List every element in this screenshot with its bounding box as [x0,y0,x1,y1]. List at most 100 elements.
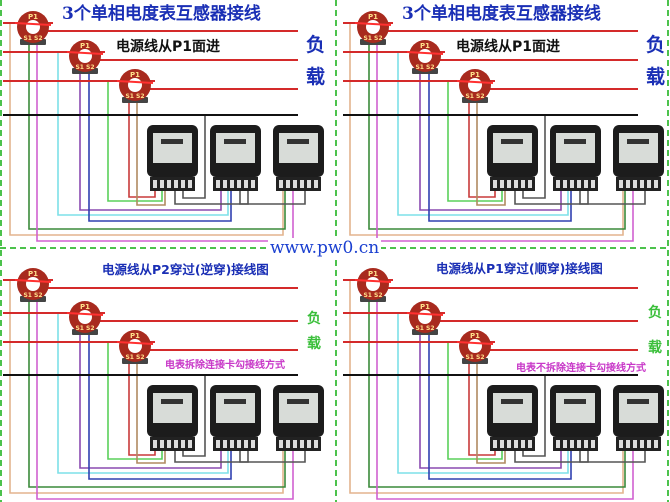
meter-counter [627,139,649,144]
ct-label-s1s2: S1 S2 [363,292,382,299]
terminal [493,180,497,188]
wire [36,300,294,500]
wire [419,333,562,469]
terminal [174,440,178,448]
ct-label-p1: P1 [368,270,378,278]
ct-through-line [66,312,104,316]
wire [514,450,589,463]
ct-label-s1s2: S1 S2 [75,64,94,71]
ct-label-s1s2: S1 S2 [125,354,144,361]
load-label: 负 [648,305,662,321]
wire [476,362,506,464]
wire [28,43,286,230]
ct-label-p1: P1 [470,71,480,79]
wire [88,72,232,222]
terminal [160,440,164,448]
meter-face [279,393,318,423]
load-label: 负 [306,34,326,56]
wire [514,190,589,205]
ct-hole [418,49,432,63]
ct-label-p1: P1 [420,303,430,311]
meter-face [216,133,255,163]
terminal [300,440,304,448]
terminal [507,440,511,448]
terminal [528,440,532,448]
terminal [619,440,623,448]
ct-hole [468,339,482,353]
panel-subtitle: 电源线从P1面进 [456,39,561,55]
terminal [314,180,318,188]
terminal [286,440,290,448]
panel-title: 3个单相电度表互感器接线 [402,4,601,24]
wire [28,300,286,488]
terminal [591,440,595,448]
ct-label-s1s2: S1 S2 [23,292,42,299]
current-transformer: P1 S1 S2 [406,40,444,74]
wire [128,101,156,198]
load-label: 载 [646,66,666,88]
wire [182,375,206,457]
panel-title: 3个单相电度表互感器接线 [62,4,261,24]
terminal [216,440,220,448]
current-transformer: P1 S1 S2 [66,40,104,74]
current-transformer: P1 S1 S2 [354,268,392,302]
terminal [293,440,297,448]
terminal [521,180,525,188]
meter-face [619,393,658,423]
terminal [167,180,171,188]
energy-meter [273,125,324,191]
terminal [556,180,560,188]
ct-label-p1: P1 [130,71,140,79]
energy-meter [147,385,198,451]
wire [419,72,562,211]
wire [468,362,496,456]
meter-counter [287,399,309,404]
terminal [181,180,185,188]
current-transformer: P1 S1 S2 [116,330,154,364]
energy-meter [487,385,538,451]
terminal [286,180,290,188]
ct-hole [26,20,40,34]
ct-hole [128,78,142,92]
terminal [514,180,518,188]
wire [239,190,306,205]
meter-counter [287,139,309,144]
ct-label-p1: P1 [420,42,430,50]
wire [522,375,546,457]
meter-counter [564,139,586,144]
terminal [188,440,192,448]
terminal [181,440,185,448]
terminal [647,440,651,448]
panel-title: 电源线从P2穿过(逆穿)接线图 [102,262,269,277]
ct-label-s1s2: S1 S2 [125,93,144,100]
ct-label-s1s2: S1 S2 [415,64,434,71]
wire [579,190,646,205]
ct-label-p1: P1 [80,42,90,50]
terminal [640,440,644,448]
terminal [556,440,560,448]
terminal [500,180,504,188]
ct-hole [366,20,380,34]
wire [447,342,503,460]
energy-meter [550,385,601,451]
terminal [216,180,220,188]
wire [174,190,249,205]
wire [522,115,546,199]
terminal [307,180,311,188]
ct-label-p1: P1 [130,332,140,340]
terminal [584,440,588,448]
panel-subtitle: 电源线从P1面进 [116,39,221,55]
terminal [307,440,311,448]
ct-hole [418,310,432,324]
ct-hole [26,277,40,291]
wire [349,23,624,236]
ct-hole [78,310,92,324]
ct-label-p1: P1 [80,303,90,311]
energy-meter [550,125,601,191]
terminal [563,440,567,448]
terminal [584,180,588,188]
wire [107,342,163,460]
